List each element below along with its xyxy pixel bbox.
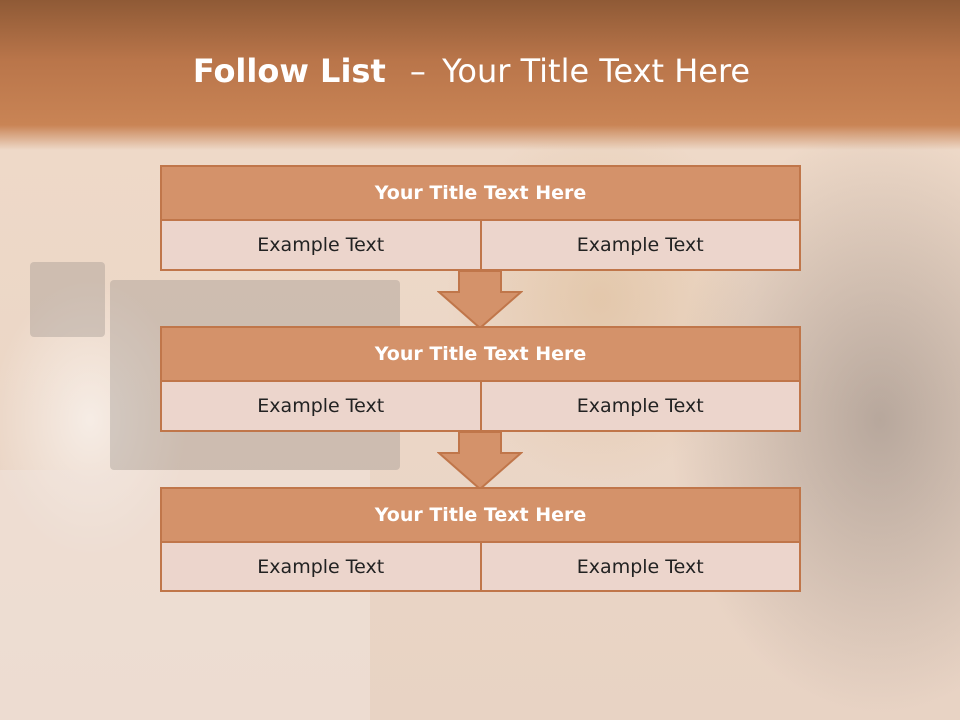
block-text-right: Example Text bbox=[481, 543, 801, 592]
block-row: Example Text Example Text bbox=[160, 221, 801, 271]
block-text-right: Example Text bbox=[481, 382, 801, 432]
block-row: Example Text Example Text bbox=[160, 382, 801, 432]
list-block: Your Title Text Here Example Text Exampl… bbox=[160, 326, 801, 432]
block-title: Your Title Text Here bbox=[160, 326, 801, 382]
list-block: Your Title Text Here Example Text Exampl… bbox=[160, 165, 801, 271]
block-row: Example Text Example Text bbox=[160, 543, 801, 592]
slide-title-bold: Follow List bbox=[192, 52, 386, 90]
down-arrow-icon bbox=[437, 270, 523, 330]
list-block: Your Title Text Here Example Text Exampl… bbox=[160, 487, 801, 592]
background-monitor bbox=[30, 262, 105, 337]
block-title: Your Title Text Here bbox=[160, 165, 801, 221]
slide-title-dash: – bbox=[409, 52, 426, 90]
block-text-left: Example Text bbox=[160, 382, 482, 432]
slide-title-rest: Your Title Text Here bbox=[442, 52, 751, 90]
block-text-left: Example Text bbox=[160, 221, 482, 271]
slide-title: Follow List – Your Title Text Here bbox=[0, 52, 943, 90]
down-arrow-icon bbox=[437, 431, 523, 491]
block-text-right: Example Text bbox=[481, 221, 801, 271]
block-text-left: Example Text bbox=[160, 543, 482, 592]
block-title: Your Title Text Here bbox=[160, 487, 801, 543]
